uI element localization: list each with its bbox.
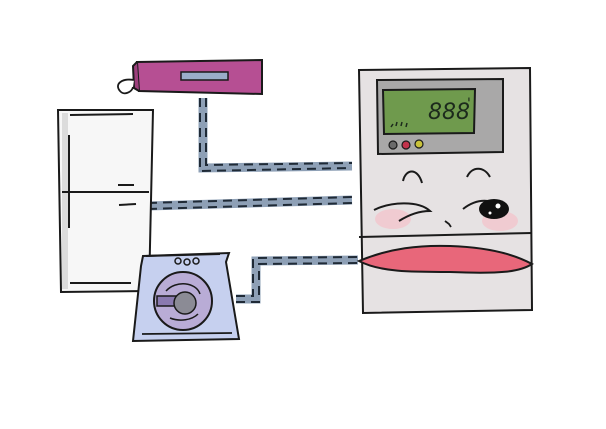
electricity-meter: 888 ' <box>356 66 534 315</box>
open-eye <box>479 199 509 219</box>
wire-fridge-to-meter <box>147 195 353 211</box>
washing-machine <box>131 251 241 343</box>
wire-ac-to-meter <box>198 98 353 173</box>
fridge-handle-bottom <box>118 203 137 206</box>
blush-left <box>375 209 411 229</box>
meter-button-yellow <box>414 139 424 149</box>
meter-reading-suffix: ' <box>467 96 471 112</box>
air-conditioner <box>117 58 263 96</box>
meter-button-red <box>401 140 411 150</box>
nose <box>444 220 452 228</box>
meter-face <box>356 167 534 274</box>
meter-button-dark <box>388 140 398 150</box>
ac-vent <box>180 71 229 81</box>
eyebrow-right <box>466 167 491 178</box>
washer-knob-icon <box>173 291 197 315</box>
ac-pipe-icon <box>117 78 135 95</box>
eyebrow-left <box>402 170 423 184</box>
meter-lcd <box>381 87 477 136</box>
mouth <box>356 244 534 274</box>
wire-washer-to-meter <box>236 255 359 304</box>
winking-eye <box>373 202 433 222</box>
meter-reading: 888 <box>428 100 470 125</box>
fridge <box>56 109 155 294</box>
